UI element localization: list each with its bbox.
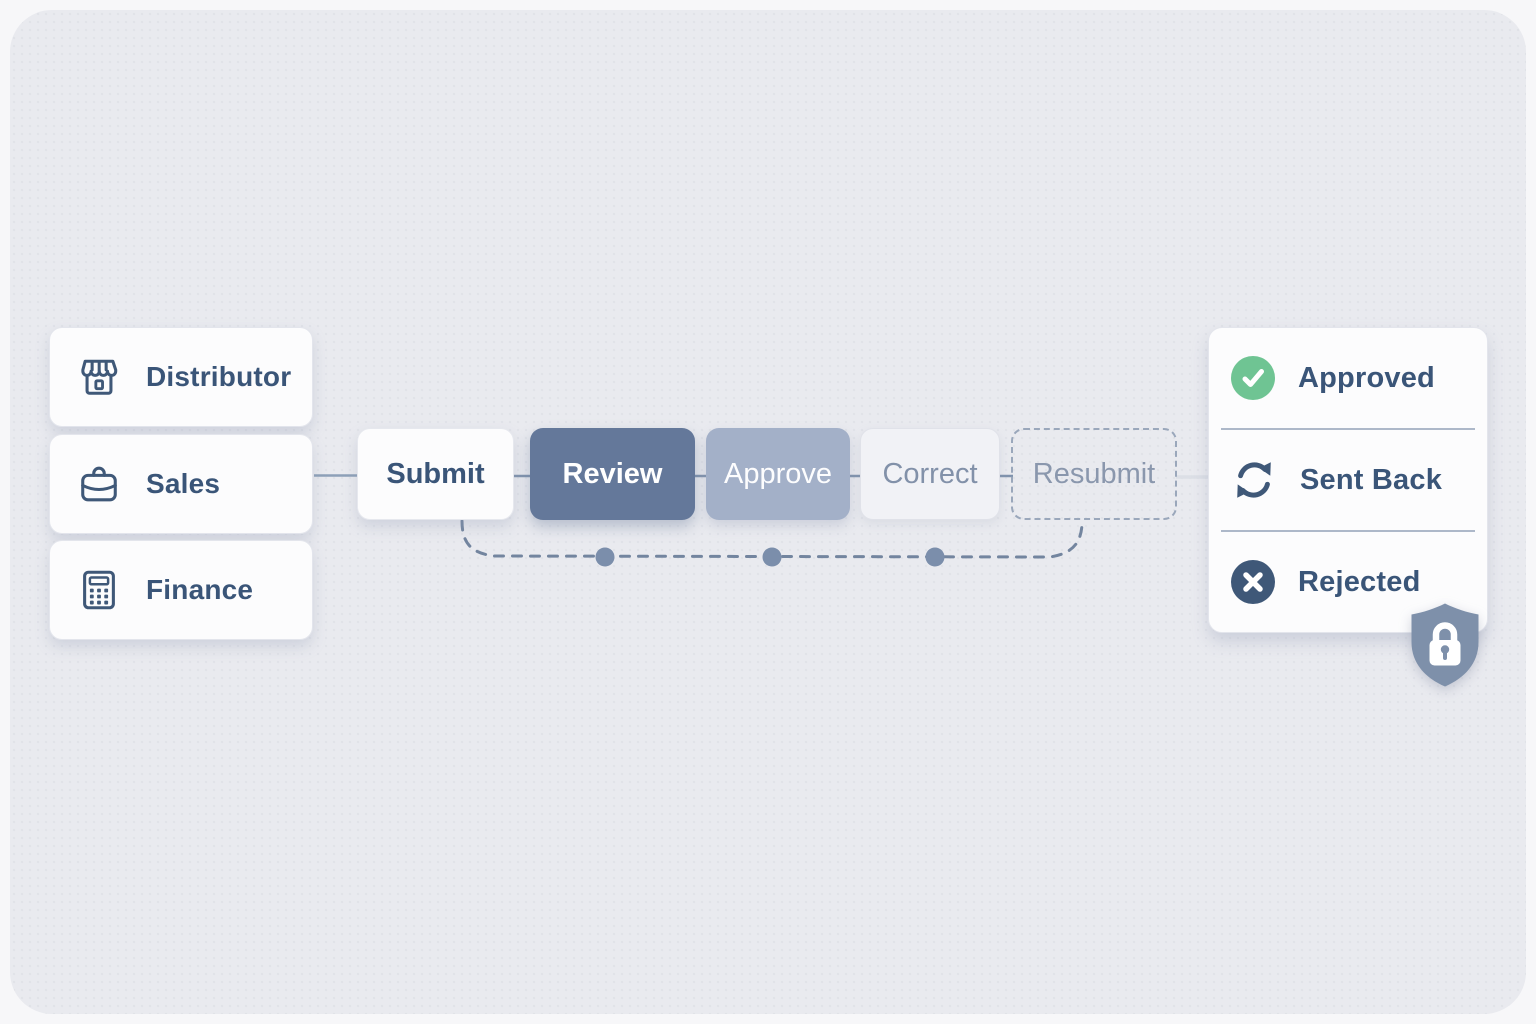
actor-label: Sales	[146, 468, 221, 499]
actor-label: Finance	[146, 574, 254, 605]
stage-approve[interactable]: Approve	[706, 428, 850, 520]
outcome-label: Rejected	[1298, 565, 1421, 598]
stage-label: Review	[562, 457, 663, 490]
stage-correct[interactable]: Correct	[860, 428, 1000, 520]
stage-label: Submit	[386, 457, 485, 490]
storefront-icon	[75, 356, 123, 398]
briefcase-icon	[75, 462, 123, 506]
check-circle-icon	[1231, 356, 1275, 400]
divider	[1221, 428, 1475, 430]
outcome-label: Sent Back	[1300, 463, 1443, 496]
actor-label: Distributor	[146, 361, 292, 392]
outcomes-card: Approved Sent Back	[1208, 327, 1488, 633]
stage-label: Approve	[723, 457, 832, 490]
stage-submit[interactable]: Submit	[357, 428, 514, 520]
sync-arrows-icon	[1231, 457, 1277, 503]
outcome-row-sent-back[interactable]: Sent Back	[1209, 430, 1487, 530]
shield-lock-icon	[1405, 601, 1485, 694]
loop-node-dot	[762, 547, 782, 567]
actor-card-distributor[interactable]: Distributor	[49, 327, 313, 427]
stage-resubmit[interactable]: Resubmit	[1011, 428, 1177, 520]
stage-review[interactable]: Review	[530, 428, 695, 520]
stage-label: Correct	[882, 457, 978, 490]
actor-card-sales[interactable]: Sales	[49, 434, 313, 534]
divider	[1221, 530, 1475, 532]
outcome-row-approved[interactable]: Approved	[1209, 328, 1487, 428]
outcome-row-rejected[interactable]: Rejected	[1209, 532, 1487, 632]
loop-node-dot	[595, 547, 615, 567]
loop-node-dot	[925, 547, 945, 567]
stage-label: Resubmit	[1032, 457, 1156, 490]
actor-card-finance[interactable]: Finance	[49, 540, 313, 640]
outcome-label: Approved	[1298, 361, 1435, 394]
calculator-icon	[75, 567, 123, 613]
x-circle-icon	[1231, 560, 1275, 604]
